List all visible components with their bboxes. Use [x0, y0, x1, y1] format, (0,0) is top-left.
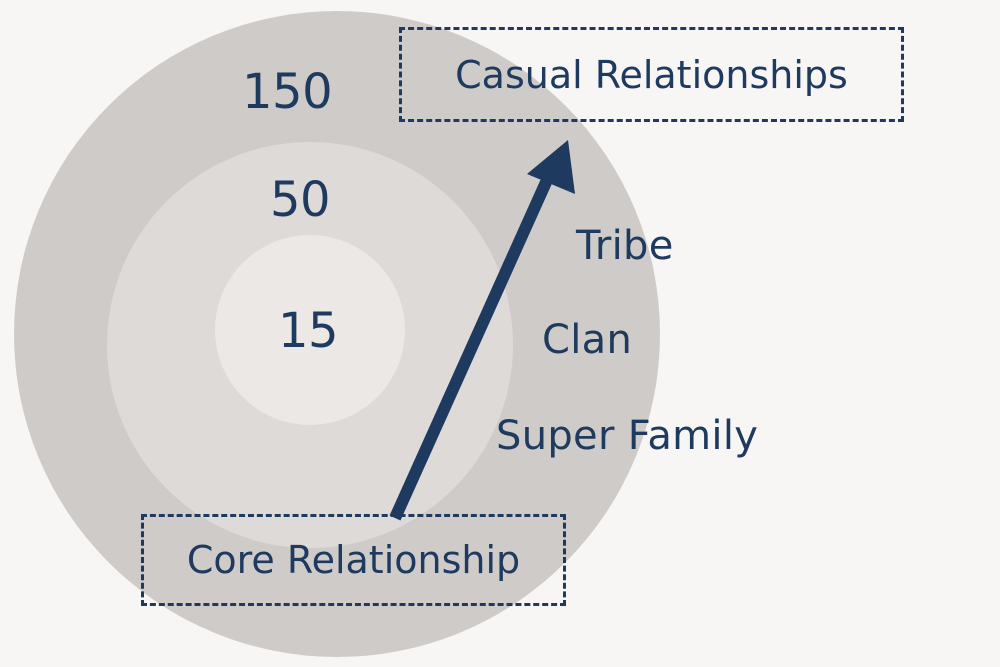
core-relationship-label: Core Relationship: [186, 538, 521, 582]
arrow: [389, 140, 575, 521]
super-family-label: Super Family: [496, 413, 759, 459]
arrow-head: [527, 140, 575, 194]
ring-label-15: 15: [278, 303, 339, 359]
tribe-label: Tribe: [576, 223, 674, 269]
core-relationship-box: Core Relationship: [141, 514, 566, 606]
ring-label-150: 150: [242, 64, 333, 120]
casual-relationships-box: Casual Relationships: [399, 27, 904, 122]
ring-label-50: 50: [270, 172, 331, 228]
inner-ring: [215, 235, 405, 425]
arrow-shaft: [389, 177, 553, 521]
clan-label: Clan: [542, 317, 633, 363]
casual-relationships-label: Casual Relationships: [455, 52, 848, 97]
